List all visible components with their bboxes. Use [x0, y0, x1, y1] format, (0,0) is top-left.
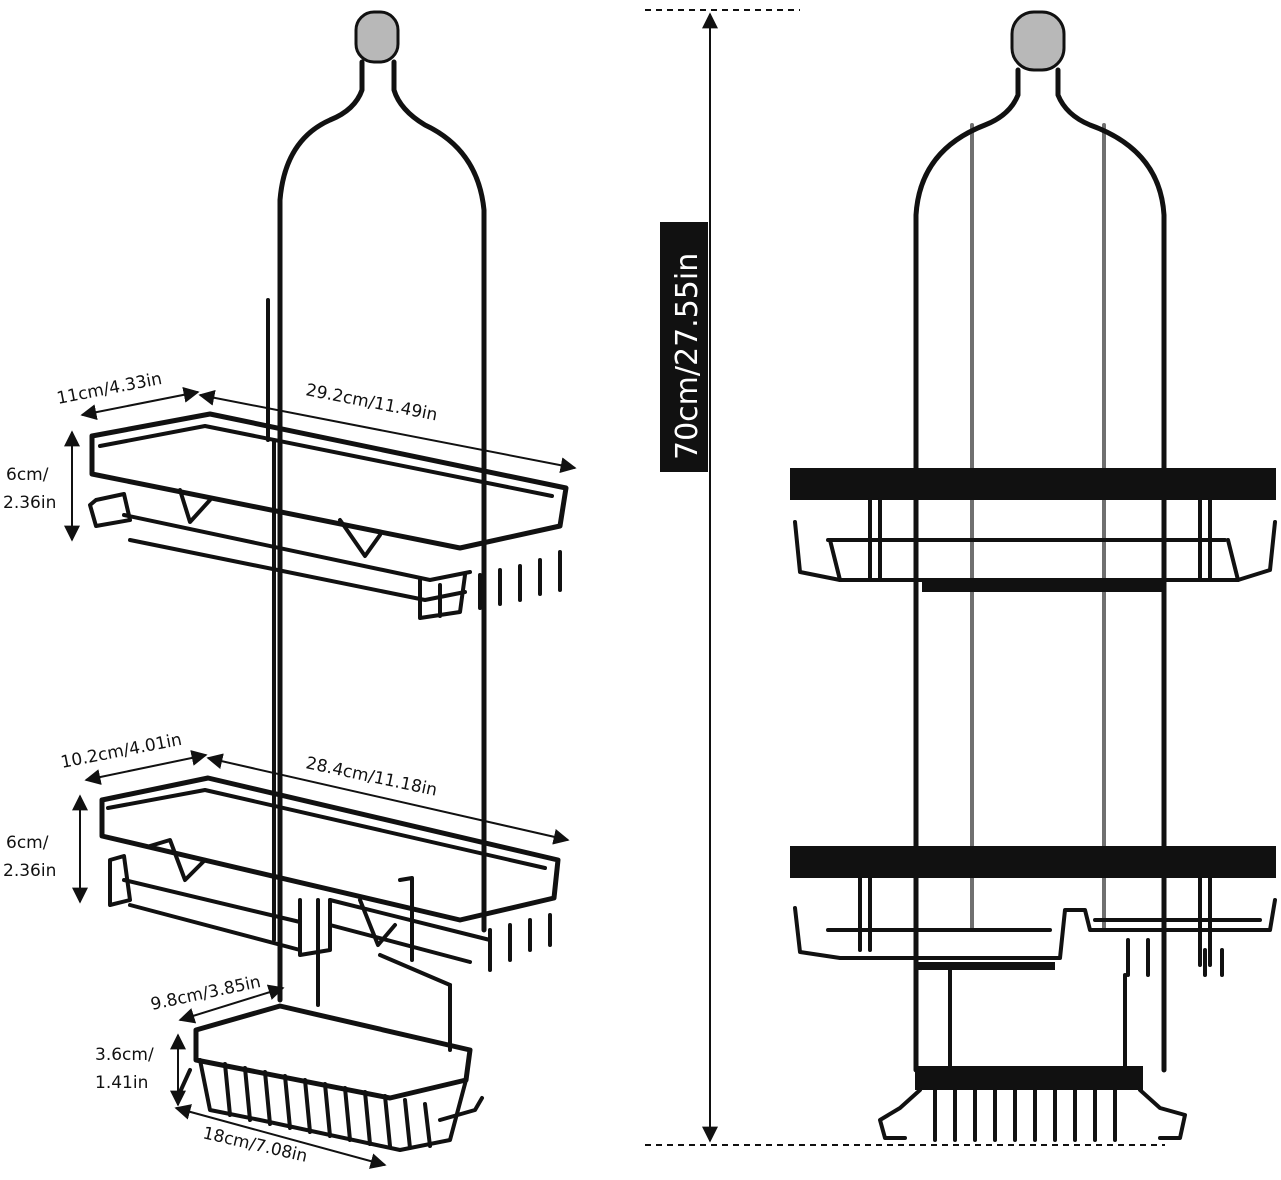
- total-height-dimension: 70cm/27.55in: [645, 9, 1165, 1146]
- caddy-angled-view: [88, 10, 569, 1152]
- top-shelf-angled: [88, 411, 569, 620]
- shelf2-depth-label: 10.2cm/4.01in: [59, 730, 183, 773]
- middle-shelf-angled: [99, 775, 561, 987]
- soap-depth-label: 9.8cm/3.85in: [149, 972, 263, 1015]
- frame-back-rod: [266, 298, 276, 942]
- shelf2-width-label: 28.4cm/11.18in: [304, 753, 439, 800]
- hook-grip-left: [354, 10, 400, 64]
- left-dimension-labels: 11cm/4.33in 29.2cm/11.49in 6cm/ 2.36in 1…: [3, 369, 439, 1167]
- hook-grip-right: [1010, 10, 1066, 72]
- total-height-label: 70cm/27.55in: [670, 253, 705, 460]
- total-height-label-bg: [660, 222, 708, 472]
- shelf1-height-in-label: 2.36in: [3, 493, 56, 513]
- middle-shelf-front: [790, 846, 1277, 977]
- hanger-frame-right: [913, 67, 1167, 1073]
- shelf2-height-in-label: 2.36in: [3, 861, 56, 881]
- top-shelf-front: [790, 468, 1277, 592]
- shelf1-height-cm-label: 6cm/: [6, 465, 49, 485]
- soap-height-in-label: 1.41in: [95, 1073, 148, 1093]
- caddy-front-view: [790, 10, 1277, 1142]
- shelf2-height-cm-label: 6cm/: [6, 833, 49, 853]
- left-dimensions: [64, 386, 577, 1169]
- soap-height-cm-label: 3.6cm/: [95, 1045, 154, 1065]
- hanger-frame-left: [277, 59, 487, 1003]
- soap-basket-front: [878, 966, 1187, 1142]
